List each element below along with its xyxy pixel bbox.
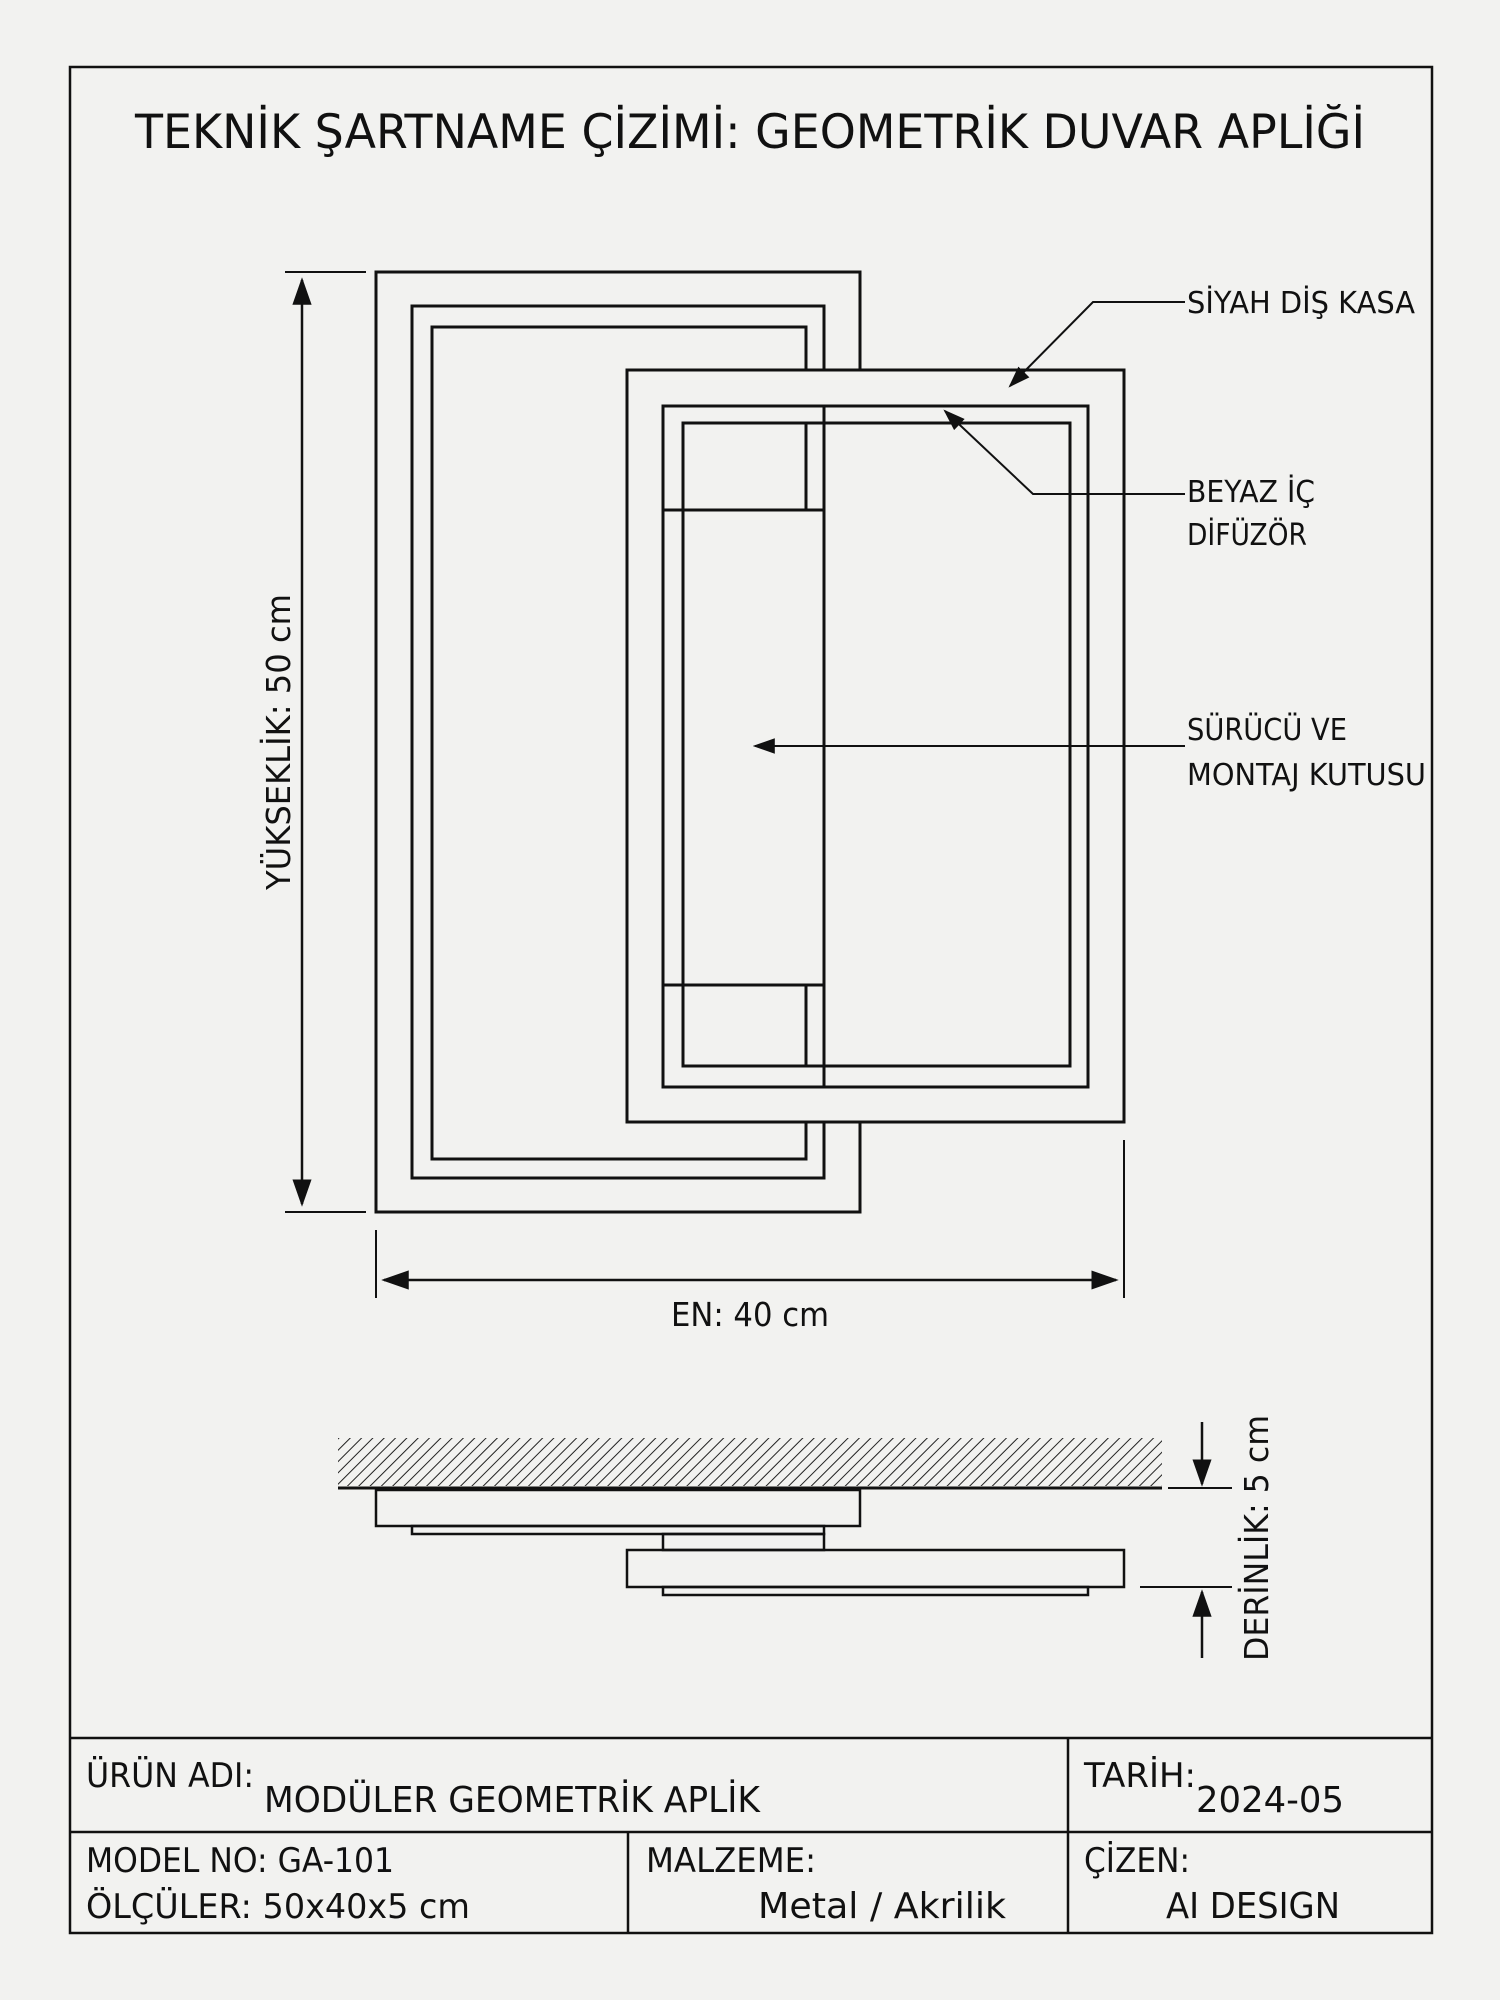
height-label: YÜKSEKLİK: 50 cm [258, 594, 298, 891]
callout-outer-frame: SİYAH DİŞ KASA [1187, 285, 1415, 321]
front-view [374, 270, 1126, 1214]
side-back-module [374, 1488, 862, 1528]
side-view [338, 1438, 1162, 1597]
callout-leaders [752, 301, 1185, 754]
material-value: Metal / Akrilik [758, 1886, 1006, 1927]
product-name-value: MODÜLER GEOMETRİK APLİK [264, 1779, 761, 1821]
drawing-title: TEKNİK ŞARTNAME ÇİZİMİ: GEOMETRİK DUVAR … [134, 105, 1365, 160]
callout-diffuser-line2: DİFÜZÖR [1187, 517, 1307, 553]
drawn-by-value: AI DESIGN [1166, 1886, 1340, 1927]
model-number: MODEL NO: GA-101 [86, 1841, 394, 1881]
callout-driver-line2: MONTAJ KUTUSU [1187, 758, 1426, 793]
callout-diffuser-line1: BEYAZ İÇ [1187, 474, 1315, 510]
date-value: 2024-05 [1196, 1780, 1344, 1821]
width-label: EN: 40 cm [671, 1295, 829, 1334]
date-label: TARİH: [1083, 1756, 1196, 1796]
side-spacer [661, 1532, 826, 1552]
dimensions-summary: ÖLÇÜLER: 50x40x5 cm [86, 1886, 470, 1927]
depth-label: DERİNLİK: 5 cm [1237, 1415, 1276, 1661]
sheet-border [68, 65, 1434, 1935]
depth-dimension [1140, 1422, 1232, 1658]
side-back-diffuser [410, 1524, 826, 1536]
wall-hatch [338, 1438, 1162, 1486]
side-front-diffuser [661, 1585, 1090, 1597]
side-front-module [625, 1548, 1126, 1589]
title-block [70, 1736, 1432, 1933]
driver-box [661, 508, 826, 987]
leader-outer-frame [1008, 301, 1185, 388]
product-name-label: ÜRÜN ADI: [86, 1755, 254, 1796]
width-dimension [375, 1140, 1125, 1298]
material-label: MALZEME: [646, 1841, 816, 1881]
leader-diffuser [943, 409, 1185, 495]
height-dimension [285, 271, 366, 1213]
drawn-by-label: ÇİZEN: [1084, 1841, 1190, 1881]
callout-driver-line1: SÜRÜCÜ VE [1187, 712, 1347, 748]
